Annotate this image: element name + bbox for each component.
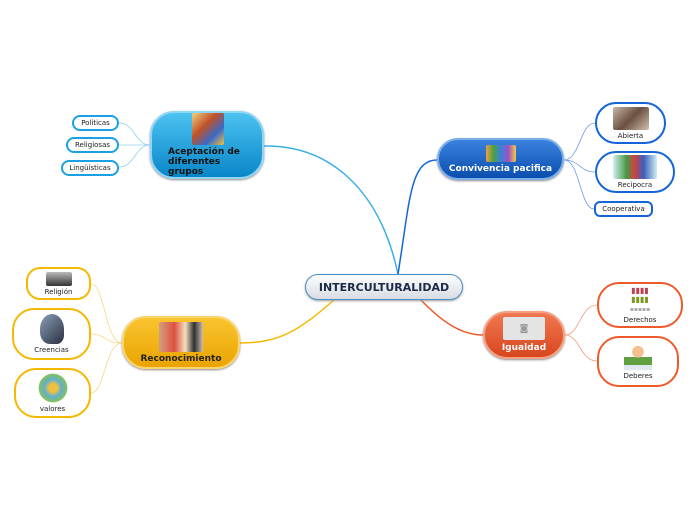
head-silhouette-image (39, 314, 64, 344)
human-rights-wordcloud-image: ▮▮▮▮▮▮▮▮▪▪▪▪▪ (629, 286, 651, 313)
subtopic-label: Abierta (617, 131, 644, 140)
subtopic-abierta[interactable]: Abierta (595, 102, 666, 144)
subtopic-label: valores (39, 405, 66, 413)
subtopic-label: Derechos (623, 316, 657, 324)
subtopic-label: Cooperativa (602, 205, 645, 213)
topic-aceptacion[interactable]: Aceptación de diferentes grupos (150, 111, 264, 179)
subtopic-deberes[interactable]: Deberes (597, 336, 679, 387)
subtopic-religiosas[interactable]: Religiosas (66, 137, 119, 153)
central-topic[interactable]: INTERCULTURALIDAD (305, 274, 463, 300)
subtopic-label: Deberes (623, 371, 653, 380)
subtopic-label: Creencias (34, 346, 69, 354)
subtopic-politicas[interactable]: Políticas (72, 115, 119, 131)
topic-label: Igualdad (501, 343, 547, 353)
subtopic-label: Religiosas (75, 141, 110, 149)
topic-convivencia[interactable]: Convivencia pacifica (437, 138, 564, 180)
children-group-image (485, 144, 516, 162)
subtopic-cooperativa[interactable]: Cooperativa (594, 201, 653, 217)
subtopic-linguisticas[interactable]: Lingüísticas (61, 160, 119, 176)
subtopic-valores[interactable]: valores (14, 368, 91, 418)
people-photo (159, 321, 203, 352)
topic-label: Reconocimiento (140, 353, 222, 364)
topic-igualdad[interactable]: ◙ Igualdad (483, 311, 565, 359)
topic-label: Convivencia pacifica (448, 163, 553, 174)
subtopic-label: Políticas (81, 119, 110, 127)
subtopic-label: Lingüísticas (69, 164, 111, 172)
subtopic-label: Religión (44, 287, 73, 296)
people-cooperation-image (613, 155, 657, 179)
subtopic-religion[interactable]: Religión (26, 267, 91, 300)
subtopic-creencias[interactable]: Creencias (12, 308, 91, 360)
thinking-person-image (612, 106, 649, 130)
people-group-image (192, 113, 224, 145)
student-image (624, 343, 652, 370)
values-tree-image (37, 373, 68, 403)
topic-label: Aceptación de diferentes grupos (168, 147, 240, 177)
image-placeholder: ◙ (503, 317, 545, 340)
topic-reconocimiento[interactable]: Reconocimiento (122, 316, 240, 369)
subtopic-recipocra[interactable]: Recipocra (595, 151, 675, 193)
subtopic-label: Recipocra (617, 181, 653, 189)
central-topic-label: INTERCULTURALIDAD (318, 280, 450, 294)
religion-image (45, 271, 72, 286)
subtopic-derechos[interactable]: ▮▮▮▮▮▮▮▮▪▪▪▪▪ Derechos (597, 282, 683, 328)
